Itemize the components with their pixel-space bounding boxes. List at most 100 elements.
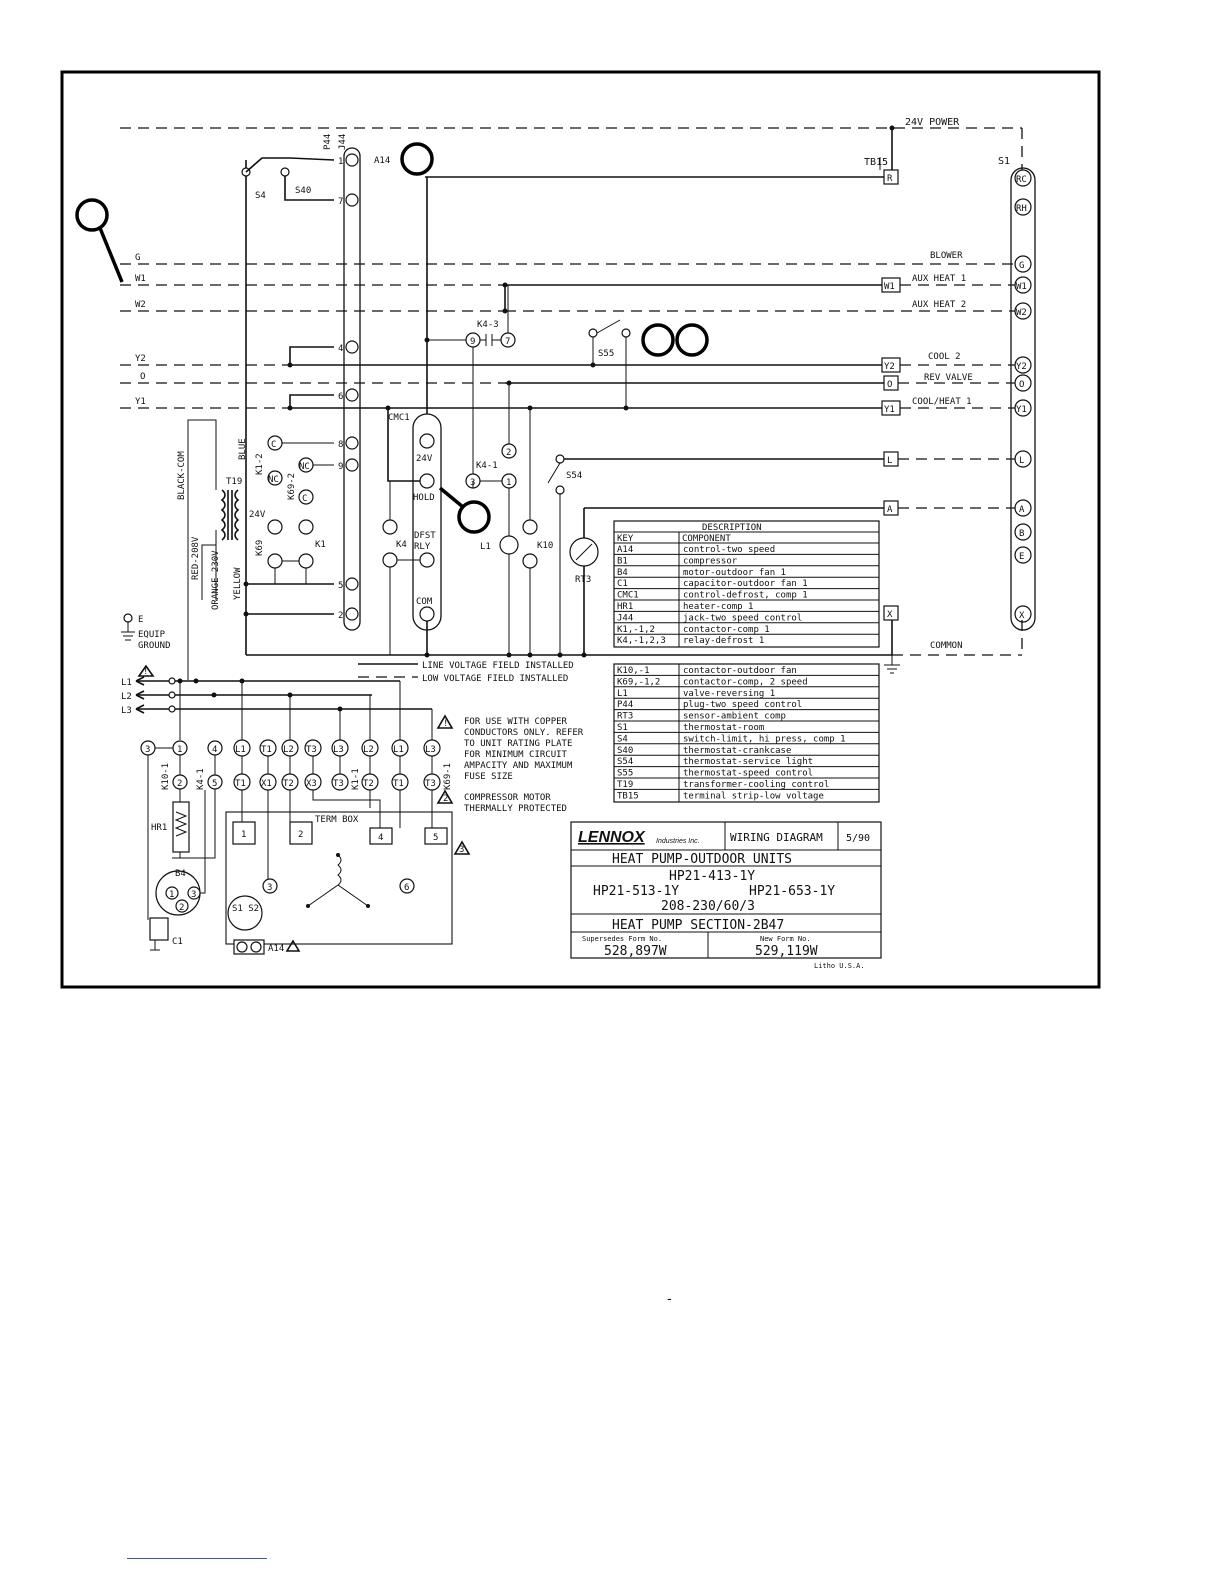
legend-component: thermostat-service light — [683, 757, 813, 767]
doc-type: WIRING DIAGRAM — [730, 831, 823, 844]
equip-ground-e-label: E — [138, 615, 143, 625]
svg-text:1: 1 — [169, 890, 174, 900]
svg-text:T1: T1 — [235, 779, 246, 789]
k69-2-label: K69-2 — [287, 473, 297, 500]
svg-text:6: 6 — [404, 883, 409, 893]
p44-label: P44 — [323, 134, 333, 150]
s1-terminal-rh-label: RH — [1016, 204, 1027, 214]
tb15-label: TB15 — [864, 157, 888, 168]
legend-component: relay-defrost 1 — [683, 636, 764, 646]
legend-key: C1 — [617, 579, 628, 589]
k1-1-label: K1-1 — [351, 768, 361, 790]
legend-key: A14 — [617, 545, 633, 555]
o-label: O — [140, 372, 145, 382]
s1-terminal-g: G — [1014, 255, 1032, 273]
k1-2-label: K1-2 — [255, 453, 265, 475]
callout-circle-hold — [438, 486, 491, 534]
legend-key: S4 — [617, 734, 628, 744]
note1-line3: TO UNIT RATING PLATE — [464, 739, 572, 749]
tb15-terminal-o-label: O — [887, 380, 892, 390]
legend-key: S40 — [617, 746, 633, 756]
svg-text:L1: L1 — [235, 745, 246, 755]
rt3-label: RT3 — [575, 575, 591, 585]
legend-component: jack-two speed control — [683, 613, 802, 623]
j44-pin-9: 9 — [338, 458, 359, 472]
svg-text:7: 7 — [505, 337, 510, 347]
cmc1-hold-label: HOLD — [413, 493, 435, 503]
aux-heat-2-label: AUX HEAT 2 — [912, 300, 966, 310]
cmc1-label: CMC1 — [388, 413, 410, 423]
s1-terminal-b-label: B — [1019, 529, 1024, 539]
footer-rule — [127, 1558, 267, 1559]
s1-terminal-e: E — [1014, 546, 1032, 564]
k69-2-c-label: C — [302, 494, 307, 504]
callout-circle-s55-a — [641, 323, 675, 357]
legend-component: motor-outdoor fan 1 — [683, 568, 786, 578]
cmc1-terminal-24v: 24V — [416, 433, 435, 464]
legend-component: thermostat-speed control — [683, 769, 813, 779]
voltage-rating: 208-230/60/3 — [661, 899, 755, 914]
k69-1-label: K69-1 — [443, 763, 453, 790]
s1-terminal-o: O — [1014, 374, 1032, 392]
legend-key: RT3 — [617, 712, 633, 722]
j44-pin-8-label: 8 — [338, 440, 343, 450]
tb15-terminal-y1: Y1 — [881, 400, 901, 416]
svg-text:L3: L3 — [333, 745, 344, 755]
k10-1-label: K10-1 — [161, 763, 171, 790]
low-voltage-legend: LOW VOLTAGE FIELD INSTALLED — [422, 674, 568, 684]
legend-component: compressor — [683, 556, 738, 566]
doc-date: 5/90 — [846, 833, 870, 844]
legend-col-key: KEY — [617, 534, 634, 544]
brand-sub: Industries Inc. — [656, 838, 700, 845]
compressor-note: COMPRESSOR MOTOR THERMALLY PROTECTED — [464, 793, 567, 814]
s1-terminal-w2: W2 — [1014, 302, 1032, 320]
legend-key: K1,-1,2 — [617, 625, 655, 635]
legend-component: control-defrost, comp 1 — [683, 591, 808, 601]
svg-text:T1: T1 — [261, 745, 272, 755]
svg-text:2: 2 — [298, 830, 303, 840]
y1-label: Y1 — [135, 397, 146, 407]
cmc1-dfst-label: DFST — [414, 531, 436, 541]
model-3: HP21-653-1Y — [749, 884, 835, 899]
s1-terminal-l-label: L — [1019, 456, 1024, 466]
j44-pin-1-label: 1 — [338, 157, 343, 167]
k69-coil-label: K69 — [255, 540, 265, 556]
blue-wire-label: BLUE — [238, 438, 248, 460]
s1s2-label: S1 S2 — [232, 904, 259, 914]
legend-key: T19 — [617, 780, 633, 790]
legend-component: thermostat-room — [683, 723, 764, 733]
svg-text:1: 1 — [177, 745, 182, 755]
legend-key: L1 — [617, 689, 628, 699]
tb15-terminal-l-label: L — [887, 456, 892, 466]
legend-key: B4 — [617, 568, 628, 578]
svg-text:X3: X3 — [306, 779, 317, 789]
supersedes-value: 528,897W — [604, 944, 667, 959]
tb15-terminal-r: R — [883, 169, 899, 185]
aux-heat-1-label: AUX HEAT 1 — [912, 274, 966, 284]
j44-pin-9-label: 9 — [338, 462, 343, 472]
j44-pin-4: 4 — [338, 340, 359, 354]
svg-text:2: 2 — [443, 794, 448, 804]
j44-label: J44 — [338, 134, 348, 150]
svg-text:5: 5 — [433, 833, 438, 843]
legend-component: plug-two speed control — [683, 700, 802, 710]
k1-2-c-label: C — [271, 440, 276, 450]
svg-text:T3: T3 — [333, 779, 344, 789]
legend-component: capacitor-outdoor fan 1 — [683, 579, 808, 589]
contactor-top-row: 3 1 4 L1 T1 L2 T3 L3 L2 L1 L3 — [140, 739, 441, 757]
note1-line5: AMPACITY AND MAXIMUM — [464, 761, 573, 771]
s1-terminal-y2: Y2 — [1014, 356, 1032, 374]
k4-1-label: K4-1 — [476, 461, 498, 471]
svg-text:2: 2 — [177, 779, 182, 789]
legend-key: S1 — [617, 723, 628, 733]
legend-component: valve-reversing 1 — [683, 689, 775, 699]
svg-text:!: ! — [143, 667, 148, 677]
j44-pin-5: 5 — [338, 577, 359, 591]
doc-title: HEAT PUMP-OUTDOOR UNITS — [612, 852, 792, 867]
svg-text:T3: T3 — [306, 745, 317, 755]
svg-text:L2: L2 — [363, 745, 374, 755]
note1-line1: FOR USE WITH COPPER — [464, 717, 568, 727]
s1-terminal-b: B — [1014, 523, 1032, 541]
callout-circle-s55-b — [675, 323, 709, 357]
